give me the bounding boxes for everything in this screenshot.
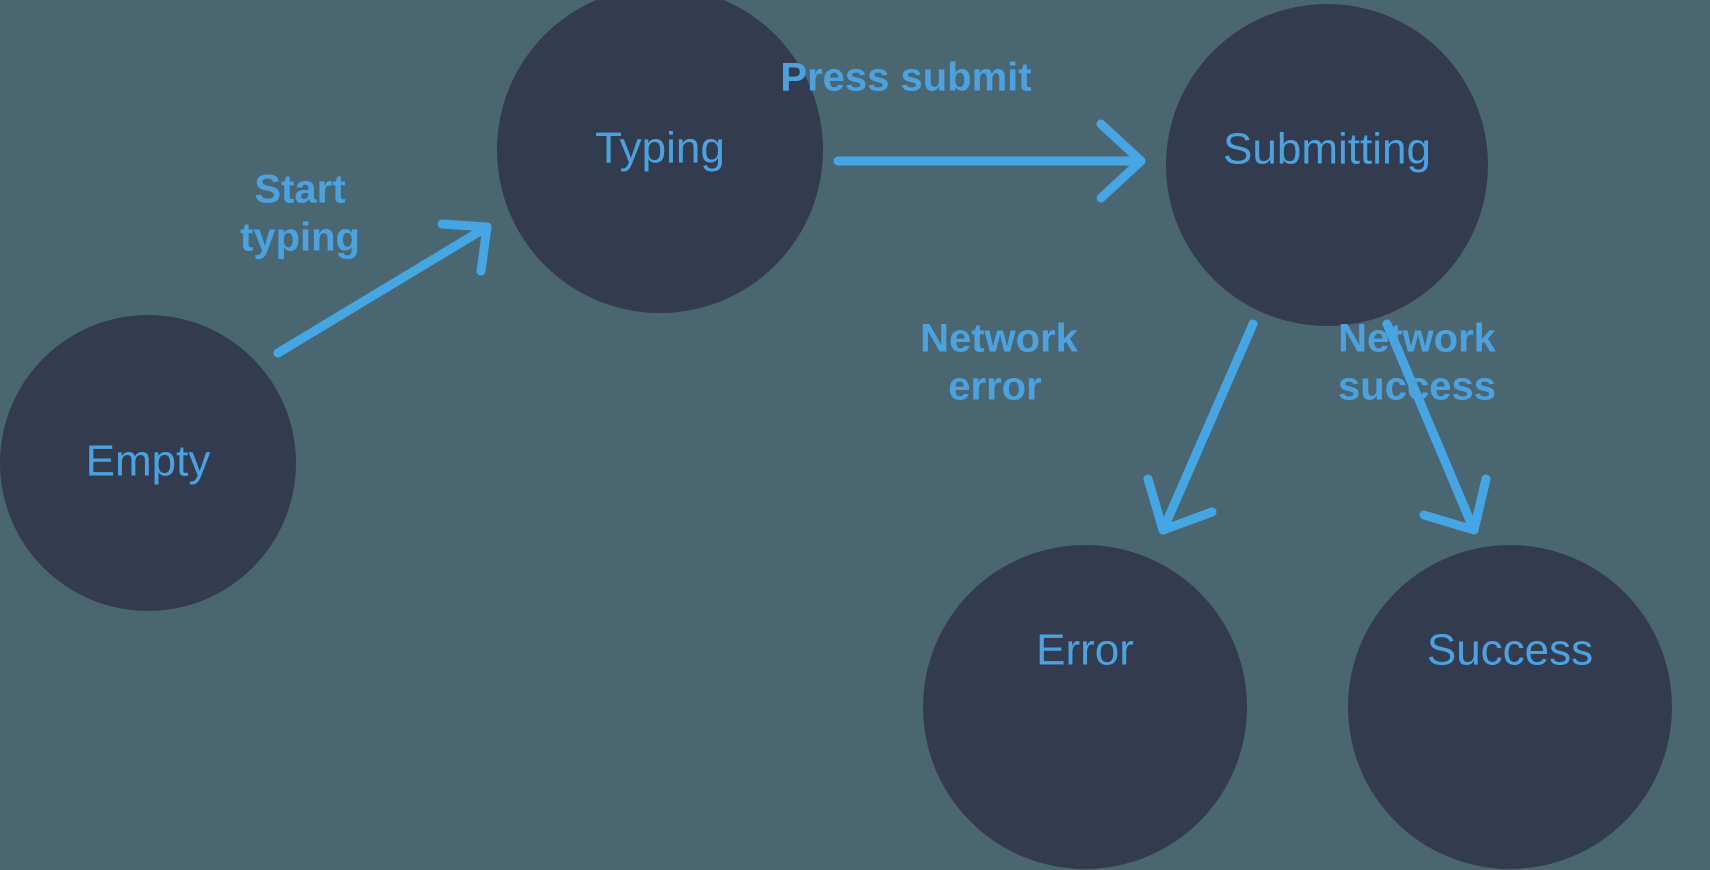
edge-label-network-success: Network success bbox=[1338, 317, 1497, 409]
state-circle-success[interactable] bbox=[1348, 545, 1672, 869]
edge-typing-to-submitting bbox=[833, 119, 1146, 203]
state-node-empty[interactable]: Empty bbox=[0, 315, 296, 611]
edge-label-start-typing-line1: Start bbox=[254, 168, 345, 212]
state-circle-empty[interactable] bbox=[0, 315, 296, 611]
edge-label-network-error-line2: error bbox=[948, 365, 1041, 409]
state-label-success: Success bbox=[1427, 626, 1593, 675]
state-label-typing: Typing bbox=[595, 124, 725, 173]
edge-label-press-submit-line1: Press submit bbox=[780, 56, 1031, 100]
edge-submitting-to-success-line bbox=[1382, 319, 1479, 535]
edge-empty-to-typing-line bbox=[273, 222, 492, 358]
edge-empty-to-typing bbox=[273, 219, 492, 358]
edge-typing-to-submitting-arrowhead bbox=[1096, 119, 1146, 203]
state-circle-error[interactable] bbox=[923, 545, 1247, 869]
edge-submitting-to-error-line bbox=[1158, 319, 1258, 535]
edge-empty-to-typing-arrowhead bbox=[437, 219, 492, 276]
state-label-error: Error bbox=[1036, 626, 1134, 675]
edge-label-network-error: Network error bbox=[920, 317, 1079, 409]
state-circle-typing[interactable] bbox=[497, 0, 823, 313]
state-label-submitting: Submitting bbox=[1223, 125, 1431, 174]
state-label-empty: Empty bbox=[86, 437, 211, 486]
edge-label-start-typing-line2: typing bbox=[240, 216, 360, 260]
edge-label-press-submit: Press submit bbox=[780, 56, 1031, 100]
state-node-submitting[interactable]: Submitting bbox=[1166, 4, 1488, 326]
edge-label-network-success-line1: Network bbox=[1338, 317, 1497, 361]
state-node-success[interactable]: Success bbox=[1348, 545, 1672, 869]
state-node-typing[interactable]: Typing bbox=[497, 0, 823, 313]
state-circle-submitting[interactable] bbox=[1166, 4, 1488, 326]
edge-submitting-to-error bbox=[1143, 319, 1258, 535]
edge-label-network-error-line1: Network bbox=[920, 317, 1079, 361]
edge-submitting-to-success-arrowhead bbox=[1419, 474, 1491, 535]
state-node-error[interactable]: Error bbox=[923, 545, 1247, 869]
edge-label-network-success-line2: success bbox=[1338, 365, 1496, 409]
edge-submitting-to-success bbox=[1382, 319, 1491, 535]
edge-label-start-typing: Start typing bbox=[240, 168, 360, 260]
edge-submitting-to-error-arrowhead bbox=[1143, 474, 1217, 535]
